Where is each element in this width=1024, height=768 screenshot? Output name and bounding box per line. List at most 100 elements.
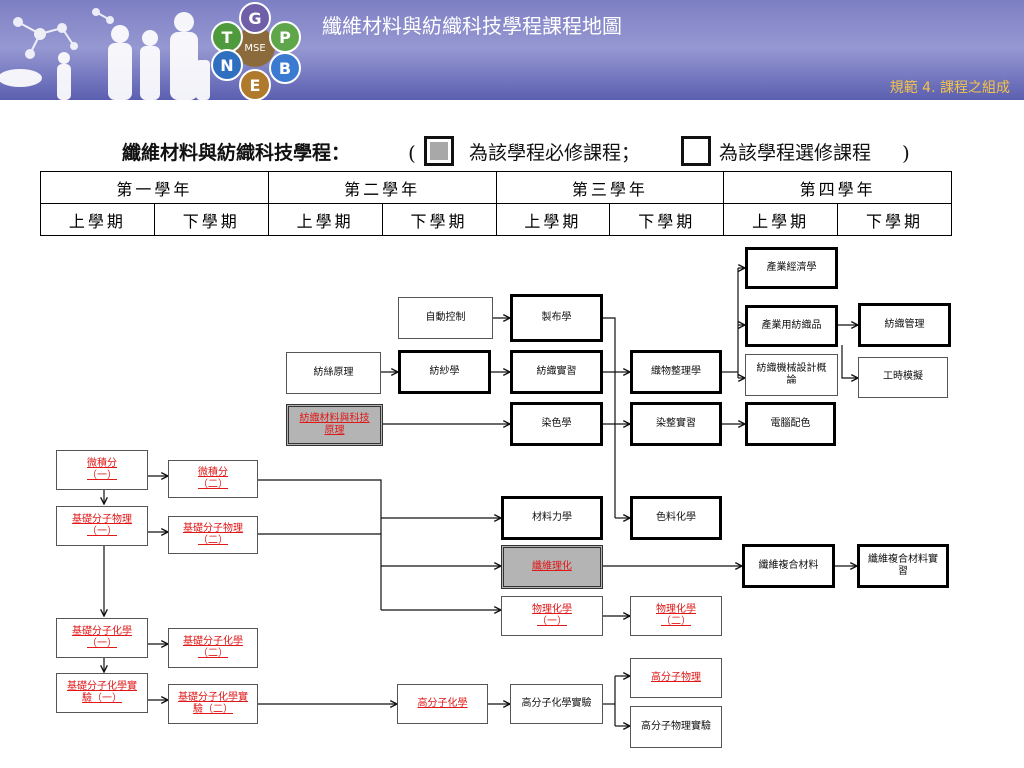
course-link[interactable]: 基礎分子物理（一） [72, 513, 132, 538]
course-label: 染整實習 [656, 417, 696, 429]
course-physchem-2[interactable]: 物理化學（二） [630, 596, 722, 636]
year-1-header: 第一學年 [40, 171, 269, 204]
semester-row: 上學期 下學期 上學期 下學期 上學期 下學期 上學期 下學期 [40, 203, 952, 236]
course-link[interactable]: 高分子物理 [651, 671, 701, 683]
course-polymer-chem[interactable]: 高分子化學 [397, 684, 488, 724]
course-link[interactable]: 物理化學（一） [532, 603, 572, 628]
course-label: 紡織實習 [536, 365, 577, 377]
logo-letter-p: P [279, 28, 291, 47]
course-finishing: 織物整理學 [630, 350, 722, 394]
course-label: 電腦配色 [770, 417, 811, 429]
year-row: 第一學年 第二學年 第三學年 第四學年 [40, 171, 952, 204]
course-mechanics: 材料力學 [501, 496, 603, 540]
logo-letter-n: N [220, 56, 233, 75]
year-4-header: 第四學年 [723, 171, 952, 204]
course-link[interactable]: 基礎分子物理（二） [183, 522, 243, 547]
course-spinning: 紡紗學 [398, 350, 491, 394]
course-chem-1[interactable]: 基礎分子化學（一） [56, 618, 148, 658]
course-fabric: 製布學 [510, 294, 603, 342]
course-label: 高分子物理實驗 [641, 720, 711, 732]
course-label: 高分子化學實驗 [521, 697, 592, 709]
course-composites: 纖維複合材料 [742, 544, 835, 588]
course-label: 纖維複合材料 [758, 559, 819, 571]
people-silhouette-icon [0, 12, 210, 100]
required-legend-text: 為該學程必修課程； [469, 142, 641, 164]
course-color-chem: 色料化學 [630, 496, 722, 540]
course-link[interactable]: 微積分（二） [198, 466, 228, 491]
course-label: 色料化學 [656, 511, 696, 523]
course-composites-lab: 纖維複合材料實習 [857, 544, 949, 588]
course-label: 產業用紡織品 [761, 319, 822, 331]
course-textile-management: 紡織管理 [858, 303, 951, 347]
course-label: 織物整理學 [651, 365, 701, 377]
semester-header: 上學期 [40, 203, 155, 236]
logo-letter-g: G [248, 9, 261, 28]
logo-letter-mse: MSE [244, 43, 265, 54]
course-dyeing: 染色學 [510, 402, 603, 446]
banner-art: G T P MSE N B E [0, 2, 301, 100]
course-link[interactable]: 纖維理化 [532, 560, 572, 572]
course-link[interactable]: 微積分（一） [87, 457, 117, 482]
course-textile-practice: 紡織實習 [510, 350, 603, 394]
course-physics-1[interactable]: 基礎分子物理（一） [56, 506, 148, 546]
course-label: 紡紗學 [429, 365, 460, 377]
course-label: 紡絲原理 [313, 366, 354, 378]
slide-title: 纖維材料與紡織科技學程課程地圖 [322, 14, 622, 38]
course-polymer-physics[interactable]: 高分子物理 [630, 658, 722, 698]
course-link[interactable]: 基礎分子化學（二） [183, 635, 243, 660]
course-physics-2[interactable]: 基礎分子物理（二） [168, 516, 258, 554]
course-calculus-1[interactable]: 微積分（一） [56, 450, 148, 490]
course-polymer-physics-lab: 高分子物理實驗 [630, 706, 722, 748]
course-textile-machinery: 紡織機械設計概論 [745, 354, 838, 396]
course-fiber-material-principles[interactable]: 紡織材料與科技原理 [286, 404, 383, 446]
course-label: 產業經濟學 [766, 261, 817, 273]
semester-header: 上學期 [723, 203, 839, 236]
year-semester-table: 第一學年 第二學年 第三學年 第四學年 上學期 下學期 上學期 下學期 上學期 … [40, 171, 952, 236]
course-chem-2[interactable]: 基礎分子化學（二） [168, 628, 258, 668]
program-label: 纖維材料與紡織科技學程： [122, 142, 351, 164]
course-chem-lab-2[interactable]: 基礎分子化學實驗（二） [168, 684, 258, 724]
semester-header: 上學期 [267, 203, 383, 236]
header-banner: G T P MSE N B E 纖維材料與紡織科技學程課程地圖 規範 4. 課程… [0, 0, 1024, 100]
elective-swatch [681, 136, 711, 166]
course-link[interactable]: 物理化學（二） [656, 603, 696, 628]
course-link[interactable]: 基礎分子化學（一） [72, 625, 132, 650]
course-calculus-2[interactable]: 微積分（二） [168, 460, 258, 498]
course-link[interactable]: 基礎分子化學實驗（二） [178, 691, 248, 716]
course-fiber-principles: 紡絲原理 [286, 352, 381, 394]
semester-header: 下學期 [837, 203, 952, 236]
network-molecule-icon [13, 8, 114, 59]
course-chem-lab-1[interactable]: 基礎分子化學實驗（一） [56, 673, 148, 713]
logo-letter-b: B [279, 59, 291, 78]
course-computer-color: 電腦配色 [745, 402, 836, 446]
course-polymer-chem-lab: 高分子化學實驗 [510, 684, 603, 724]
course-industrial-textiles: 產業用紡織品 [745, 305, 838, 347]
course-dye-finish-practice: 染整實習 [630, 402, 722, 446]
logo-letter-t: T [222, 28, 233, 47]
semester-header: 下學期 [609, 203, 725, 236]
course-label: 材料力學 [532, 511, 572, 523]
course-physchem-1[interactable]: 物理化學（一） [501, 596, 603, 636]
course-link[interactable]: 紡織材料與科技原理 [299, 412, 370, 437]
logo-letter-e: E [250, 76, 261, 95]
course-link[interactable]: 基礎分子化學實驗（一） [67, 680, 137, 705]
semester-header: 下學期 [153, 203, 269, 236]
year-2-header: 第二學年 [267, 171, 497, 204]
course-label: 工時模擬 [883, 371, 923, 383]
course-label: 紡織管理 [884, 318, 925, 330]
course-label: 自動控制 [425, 311, 466, 323]
legend-close-paren: ) [902, 141, 910, 165]
course-label: 纖維複合材料實習 [868, 553, 938, 578]
gptneb-logo-icon: G T P MSE N B E [211, 2, 301, 100]
slide-subtitle: 規範 4. 課程之組成 [889, 80, 1010, 96]
course-label: 紡織機械設計概論 [756, 362, 827, 387]
course-fiber-physchem[interactable]: 纖維理化 [501, 545, 603, 589]
semester-header: 下學期 [381, 203, 497, 236]
course-industrial-economics: 產業經濟學 [745, 247, 838, 289]
elective-legend-text: 為該學程選修課程 [719, 142, 872, 164]
course-work-study: 工時模擬 [858, 357, 948, 398]
course-link[interactable]: 高分子化學 [417, 697, 468, 709]
semester-header: 上學期 [495, 203, 611, 236]
course-auto-control: 自動控制 [398, 297, 493, 339]
